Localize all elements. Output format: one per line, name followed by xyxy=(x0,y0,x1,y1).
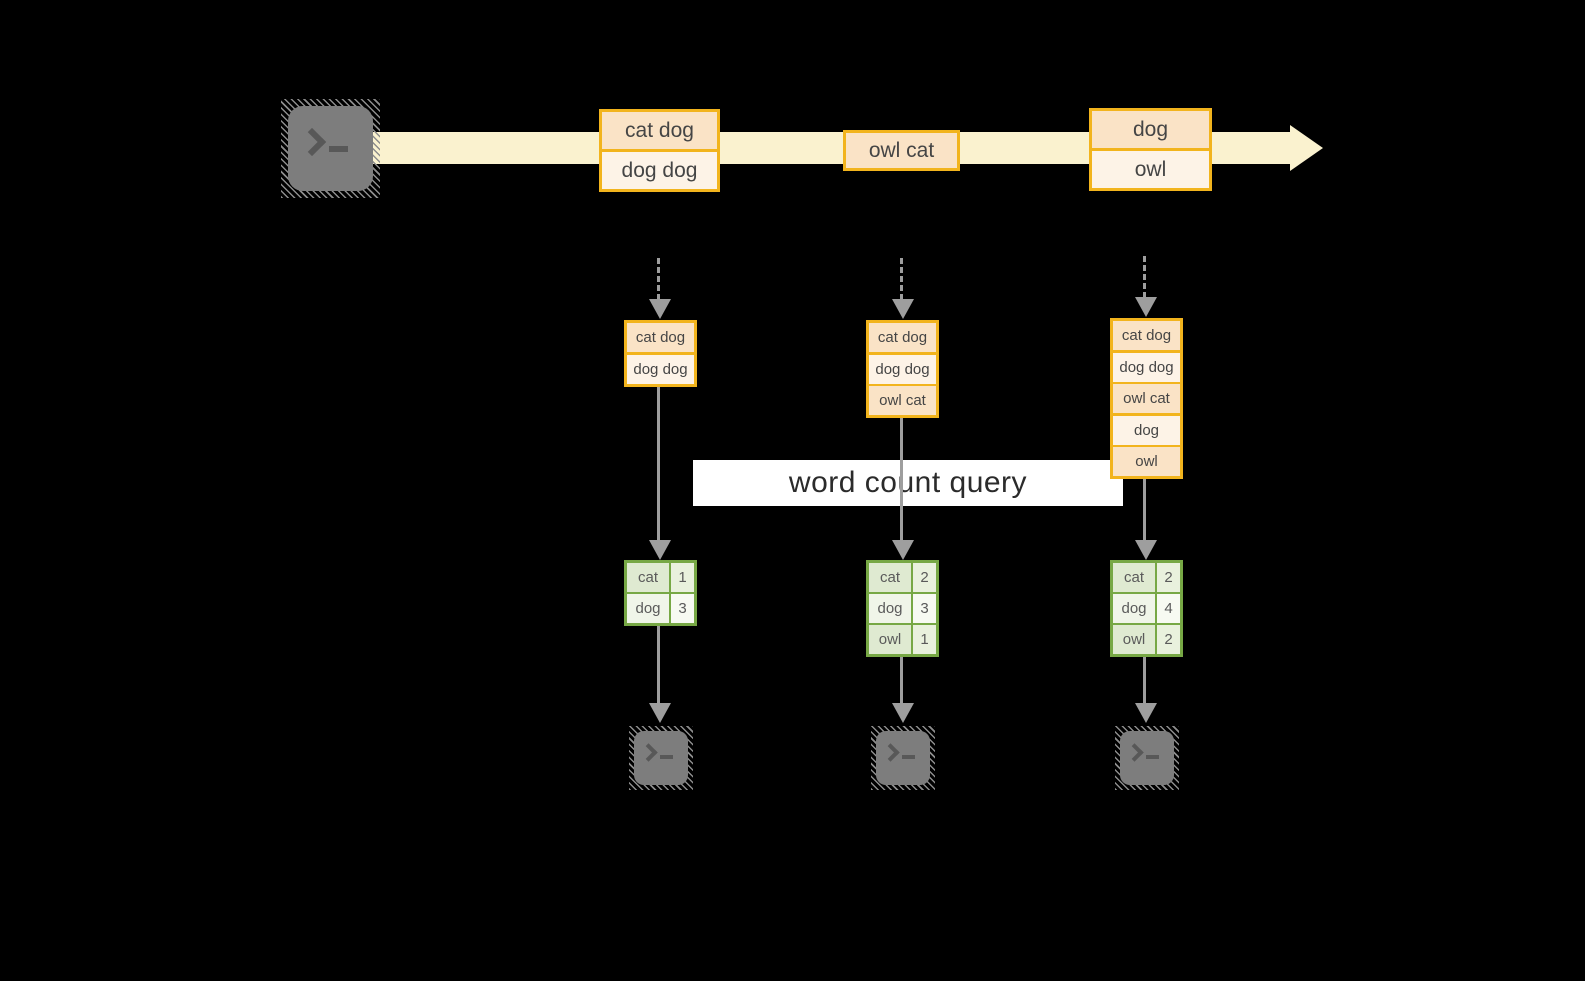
table-cell-word: cat xyxy=(1113,563,1155,592)
table-cell-count: 3 xyxy=(671,594,694,623)
counts-table: cat 2 dog 4 owl 2 xyxy=(1110,560,1183,657)
table-cell-word: cat xyxy=(627,563,669,592)
cursor-underscore-icon xyxy=(902,754,916,759)
terminal-screen xyxy=(1120,731,1174,785)
state-row: cat dog xyxy=(869,323,936,352)
dashed-arrow-line xyxy=(1143,256,1146,298)
arrow-down-icon xyxy=(649,299,671,319)
cursor-underscore-icon xyxy=(329,146,349,153)
counts-table: cat 2 dog 3 owl 1 xyxy=(866,560,939,657)
consumer-terminal-icon xyxy=(1115,726,1179,790)
arrow-down-icon xyxy=(892,703,914,723)
dashed-arrow-line xyxy=(900,258,903,300)
state-row: cat dog xyxy=(1113,321,1180,350)
table-cell-count: 4 xyxy=(1157,594,1180,623)
state-row: cat dog xyxy=(627,323,694,352)
event-row: owl cat xyxy=(846,133,957,168)
arrow-line xyxy=(1143,657,1146,704)
state-box: cat dog dog dog owl cat xyxy=(866,320,939,418)
consumer-terminal-icon xyxy=(871,726,935,790)
terminal-screen xyxy=(876,731,930,785)
arrow-down-icon xyxy=(892,540,914,560)
arrow-line xyxy=(900,417,903,542)
table-cell-count: 2 xyxy=(1157,563,1180,592)
arrow-down-icon xyxy=(649,540,671,560)
table-cell-count: 2 xyxy=(913,563,936,592)
terminal-prompt-icon xyxy=(298,127,349,157)
word-count-query-label: word count query xyxy=(693,460,1123,506)
terminal-screen xyxy=(634,731,688,785)
terminal-prompt-icon xyxy=(639,743,674,764)
table-cell-count: 3 xyxy=(913,594,936,623)
table-cell-count: 1 xyxy=(913,625,936,654)
arrow-down-icon xyxy=(1135,297,1157,317)
dashed-arrow-line xyxy=(657,258,660,300)
event-row: dog dog xyxy=(602,151,717,189)
arrow-down-icon xyxy=(1135,703,1157,723)
stream-event-box: dog owl xyxy=(1089,108,1212,191)
cursor-underscore-icon xyxy=(1146,754,1160,759)
arrow-line xyxy=(1143,477,1146,542)
chevron-right-icon xyxy=(1125,743,1144,762)
table-cell-word: owl xyxy=(869,625,911,654)
state-row: owl cat xyxy=(869,386,936,415)
state-box: cat dog dog dog xyxy=(624,320,697,387)
terminal-prompt-icon xyxy=(881,743,916,764)
terminal-prompt-icon xyxy=(1125,743,1160,764)
state-row: dog xyxy=(1113,415,1180,445)
terminal-screen xyxy=(288,106,373,191)
counts-table: cat 1 dog 3 xyxy=(624,560,697,626)
event-row: owl xyxy=(1092,150,1209,188)
stream-event-box: cat dog dog dog xyxy=(599,109,720,192)
table-cell-word: dog xyxy=(627,594,669,623)
chevron-right-icon xyxy=(881,743,900,762)
chevron-right-icon xyxy=(639,743,658,762)
state-box: cat dog dog dog owl cat dog owl xyxy=(1110,318,1183,479)
state-row: dog dog xyxy=(869,354,936,384)
stream-event-box: owl cat xyxy=(843,130,960,171)
producer-terminal-icon xyxy=(281,99,380,198)
state-row: dog dog xyxy=(1113,352,1180,382)
arrow-line xyxy=(900,657,903,704)
state-row: dog dog xyxy=(627,354,694,384)
table-cell-count: 2 xyxy=(1157,625,1180,654)
arrow-line xyxy=(657,626,660,704)
state-row: owl cat xyxy=(1113,384,1180,413)
table-cell-count: 1 xyxy=(671,563,694,592)
arrow-down-icon xyxy=(649,703,671,723)
cursor-underscore-icon xyxy=(660,754,674,759)
event-row: dog xyxy=(1092,111,1209,148)
state-row: owl xyxy=(1113,447,1180,476)
table-cell-word: owl xyxy=(1113,625,1155,654)
arrow-down-icon xyxy=(892,299,914,319)
table-cell-word: cat xyxy=(869,563,911,592)
stream-arrowhead-icon xyxy=(1290,125,1323,171)
arrow-down-icon xyxy=(1135,540,1157,560)
chevron-right-icon xyxy=(298,127,327,157)
consumer-terminal-icon xyxy=(629,726,693,790)
event-row: cat dog xyxy=(602,112,717,149)
table-cell-word: dog xyxy=(869,594,911,623)
table-cell-word: dog xyxy=(1113,594,1155,623)
arrow-line xyxy=(657,386,660,542)
